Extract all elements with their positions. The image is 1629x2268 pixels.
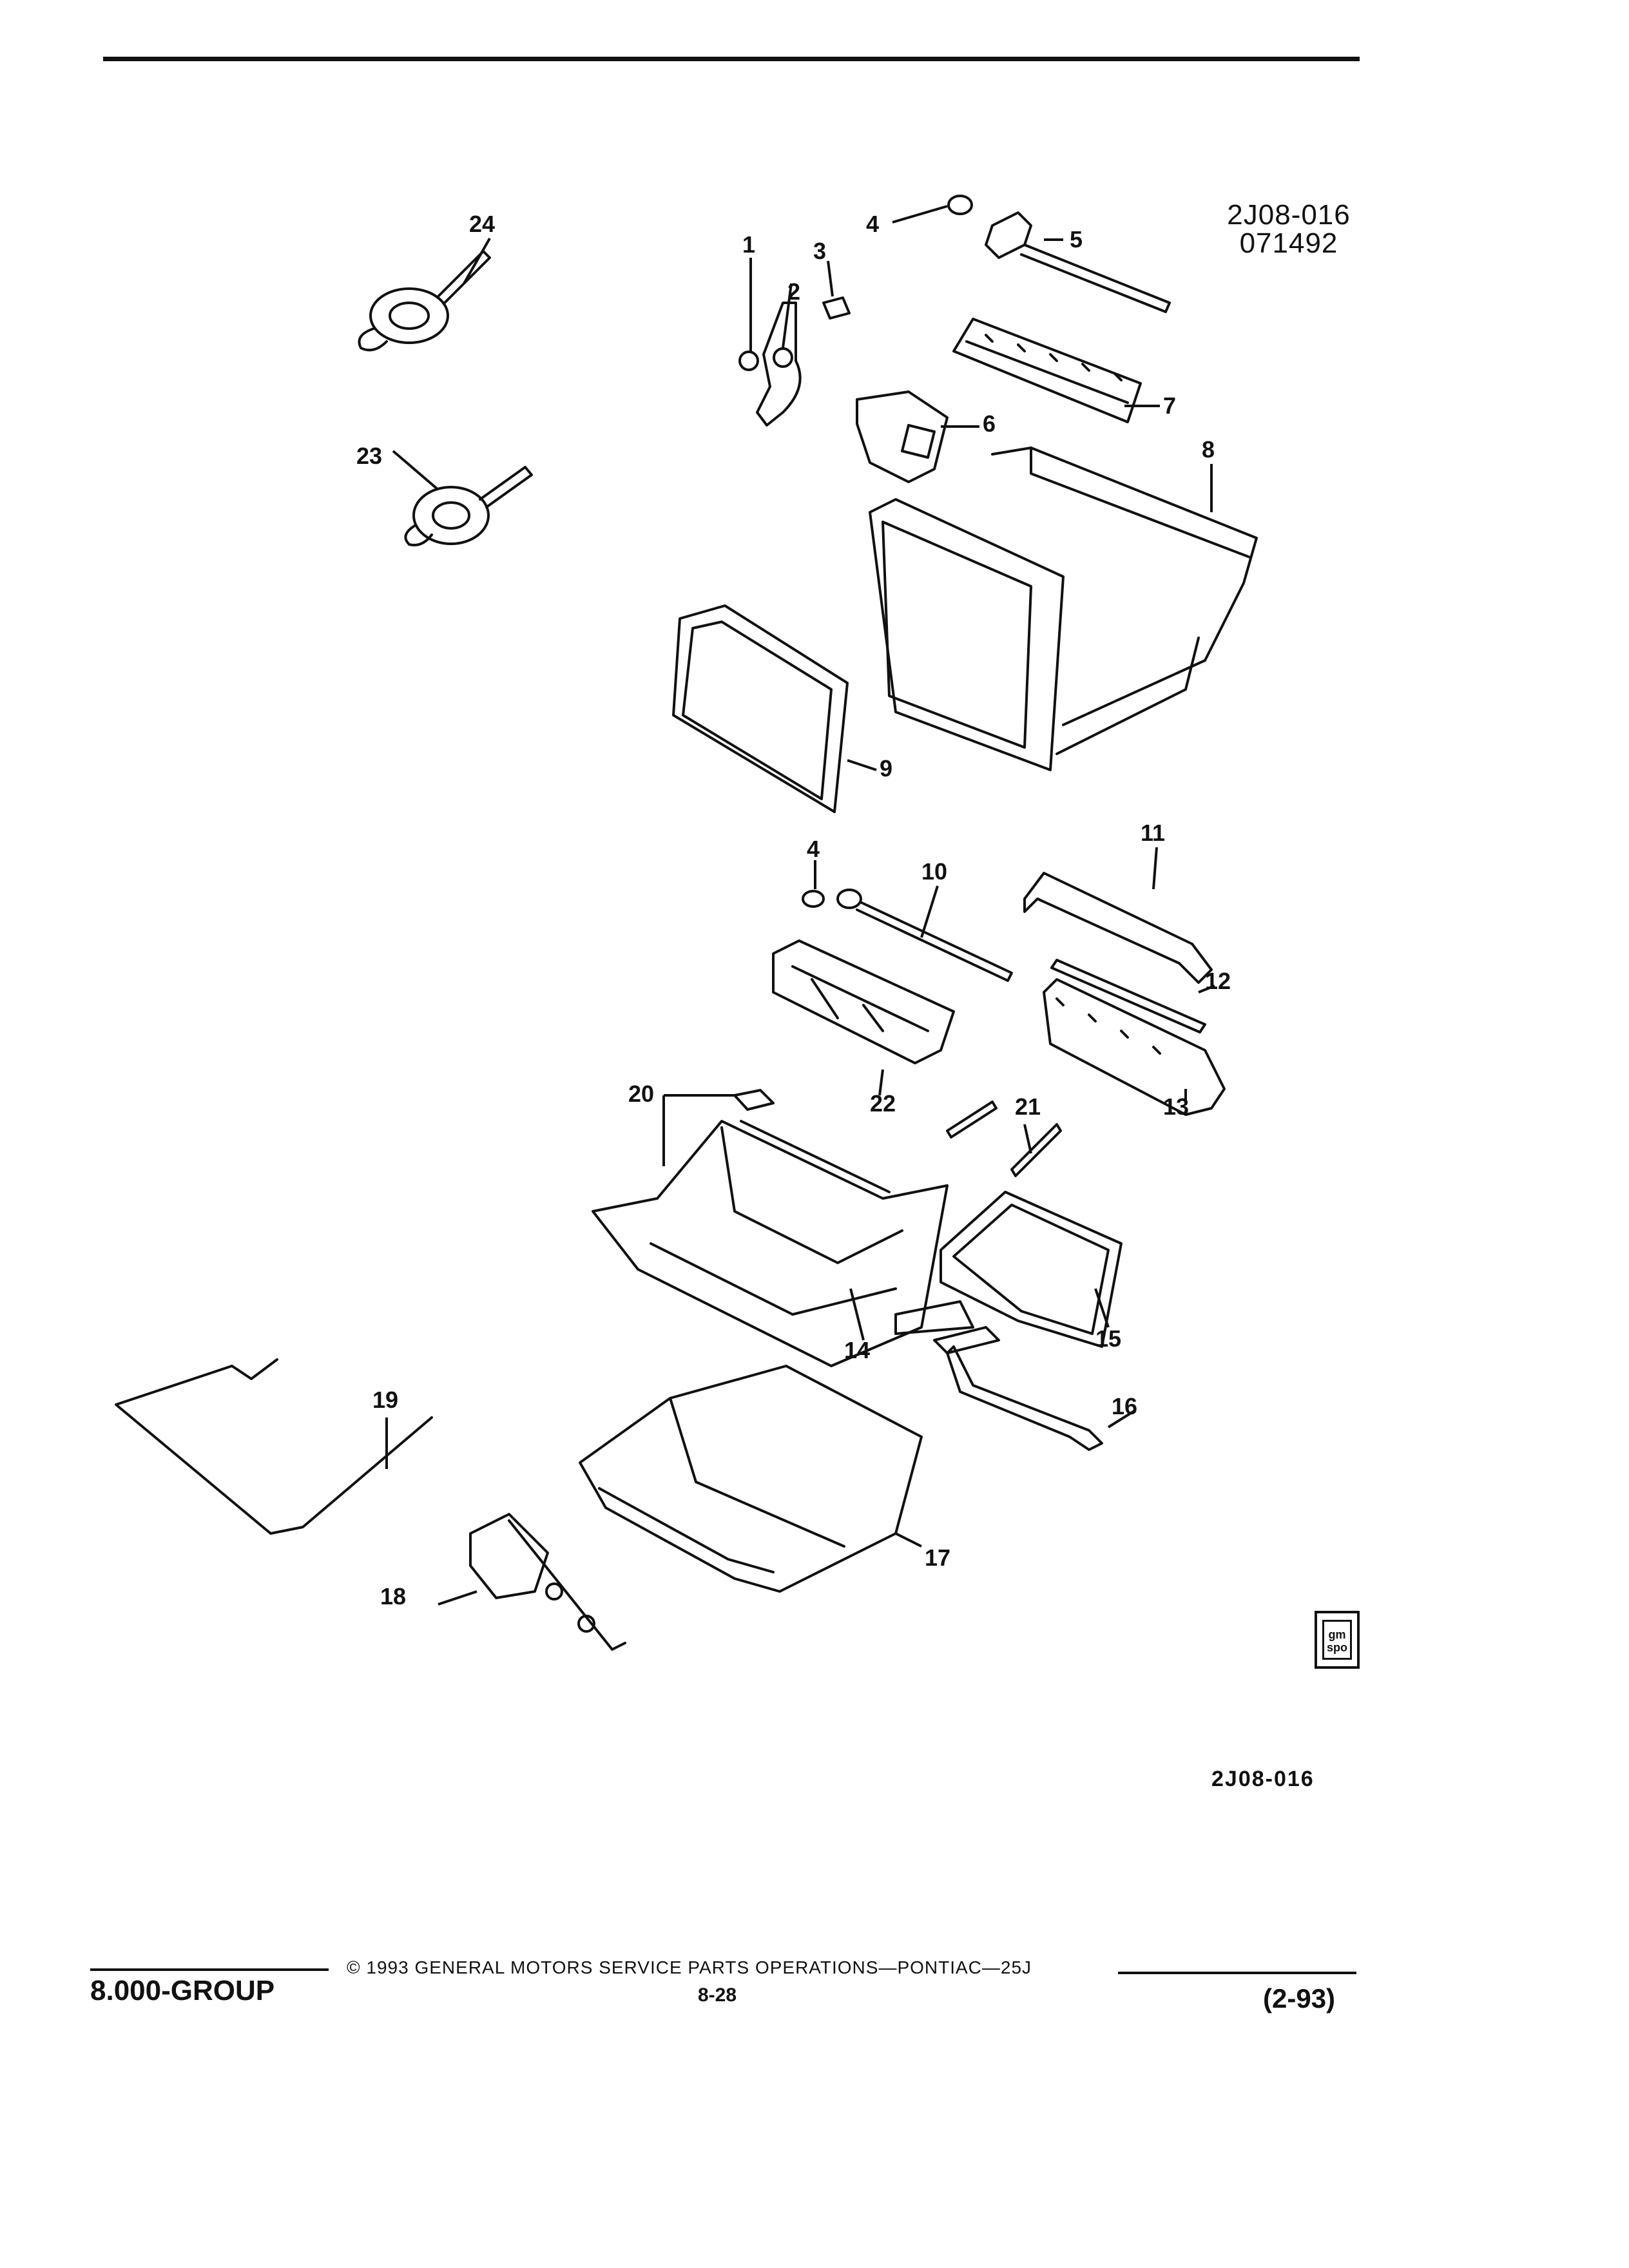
part-17-lower-case	[579, 1365, 923, 1593]
part-7-vent-grille	[952, 318, 1142, 423]
part-19-rod	[115, 1358, 433, 1535]
part-4-5-rod	[947, 195, 1171, 313]
copyright-line: © 1993 GENERAL MOTORS SERVICE PARTS OPER…	[347, 1957, 1032, 1977]
part-23-actuator	[404, 466, 533, 546]
page-number: 8-28	[698, 1984, 737, 2006]
figure-code-header: 2J08-016 071492	[1205, 201, 1373, 258]
top-rule	[103, 57, 1360, 61]
callout-10: 10	[921, 858, 947, 885]
part-13-grille	[1043, 978, 1226, 1116]
callout-22: 22	[870, 1090, 896, 1117]
footer-rule-left	[90, 1968, 329, 1971]
part-21-pins	[946, 1100, 1062, 1177]
callout-11: 11	[1141, 820, 1165, 846]
part-22-door	[772, 939, 955, 1064]
part-9-filter-frame	[672, 604, 849, 813]
part-12-seal	[1050, 959, 1206, 1033]
figure-code: 2J08-016	[1227, 199, 1351, 231]
callout-5: 5	[1070, 226, 1083, 253]
callout-19: 19	[372, 1387, 398, 1413]
callout-14: 14	[844, 1337, 870, 1363]
figure-code-footer: 2J08-016	[1211, 1767, 1315, 1791]
callout-4b: 4	[807, 836, 820, 862]
callout-labels: 1 2 3 4 5 6 7 8 9 4 10 11 12 13 14 15 16…	[356, 211, 1231, 1610]
callout-3: 3	[813, 238, 826, 264]
part-11-cover	[1023, 872, 1213, 984]
callout-23: 23	[356, 443, 382, 469]
callout-2: 2	[787, 278, 800, 305]
part-1-2-3-linkage	[738, 296, 851, 427]
gmspo-logo-icon: gm spo	[1315, 1611, 1360, 1669]
callout-6: 6	[983, 410, 996, 437]
part-20	[733, 1089, 775, 1111]
leader-lines	[385, 205, 1215, 1606]
callout-1: 1	[742, 231, 755, 258]
callout-16: 16	[1112, 1393, 1137, 1419]
part-8-upper-housing	[869, 447, 1258, 771]
callout-8: 8	[1202, 436, 1215, 463]
callout-12: 12	[1205, 968, 1231, 994]
footer-rule-right	[1118, 1972, 1356, 1974]
gmspo-logo-text: gm spo	[1322, 1620, 1352, 1660]
part-18-valve	[469, 1513, 626, 1651]
callout-15: 15	[1095, 1325, 1121, 1352]
part-10-door-rod	[802, 889, 1013, 982]
figure-date: 071492	[1239, 227, 1338, 259]
callout-18: 18	[380, 1583, 406, 1610]
part-6-duct	[856, 390, 949, 483]
callout-21: 21	[1015, 1093, 1041, 1120]
callout-24: 24	[469, 211, 495, 237]
callout-17: 17	[925, 1544, 950, 1571]
part-24-actuator	[358, 250, 491, 352]
group-label: 8.000-GROUP	[90, 1975, 275, 2006]
part-14-lower-housing	[592, 1120, 949, 1367]
callout-9: 9	[880, 755, 892, 782]
callout-20: 20	[628, 1081, 654, 1107]
callout-13: 13	[1163, 1093, 1189, 1120]
callout-4: 4	[866, 211, 879, 237]
part-15-heater-core	[894, 1191, 1123, 1354]
revision-label: (2-93)	[1263, 1983, 1336, 2013]
callout-7: 7	[1163, 392, 1176, 419]
part-16-tube	[946, 1345, 1103, 1451]
